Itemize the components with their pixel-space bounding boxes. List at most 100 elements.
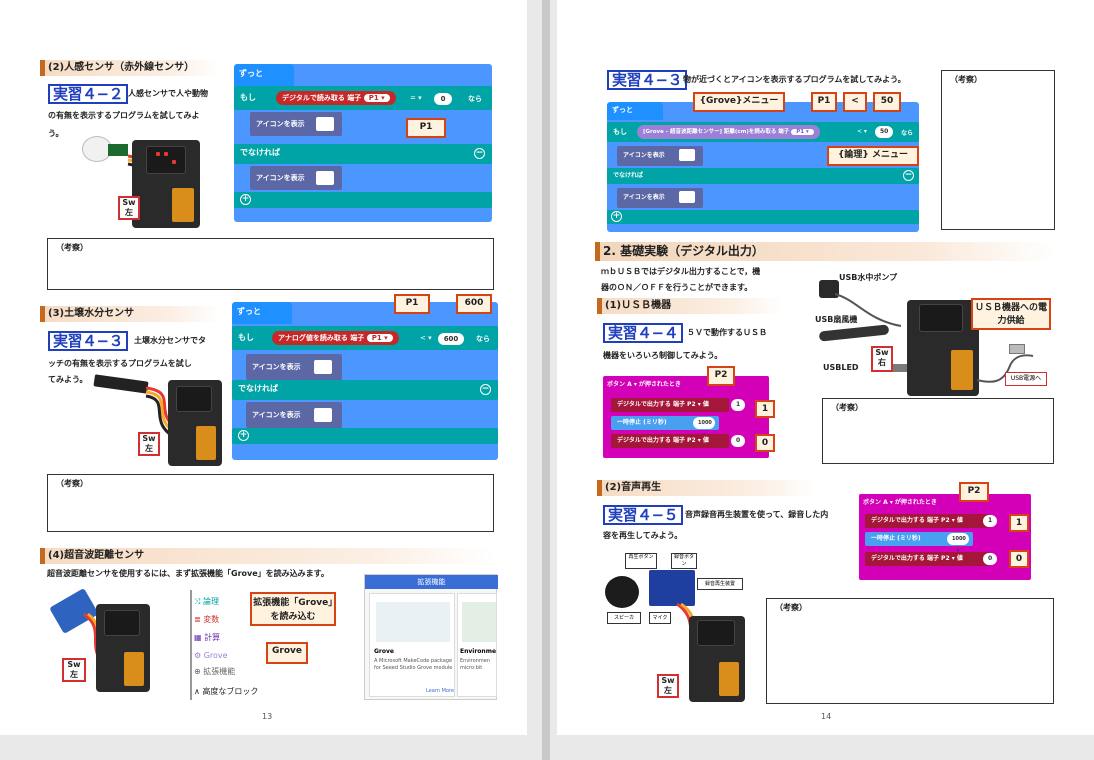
extensions-dialog: 拡張機能 Grove A Microsoft MakeCode package … (364, 574, 498, 700)
toolbox-grove[interactable]: ⚙ Grove (194, 651, 228, 660)
recorder-board-image (649, 570, 695, 606)
callout-p2: P2 (707, 366, 735, 386)
grove-distance-block[interactable]: [Grove - 超音波距離センサー] 距離(cm)を読み取る 端子 P1 ▾ (637, 125, 820, 139)
section-heading-ultrasonic: (4)超音波距離センサ (40, 548, 496, 564)
op-dropdown[interactable]: < ▾ (857, 128, 867, 135)
value-field[interactable]: 50 (875, 126, 893, 138)
intro-text: 器のＯＮ／ＯＦＦを行うことができます。 (601, 283, 753, 292)
plus-icon[interactable]: + (238, 430, 249, 441)
toolbox-variables[interactable]: ≣ 変数 (194, 615, 220, 624)
toolbox-logic[interactable]: ⤨ 論理 (194, 597, 219, 606)
toolbox-advanced[interactable]: ∧ 高度なブロック (194, 687, 259, 696)
speaker-label: スピーカ (607, 612, 641, 624)
mbusb-board-image (689, 616, 745, 702)
grove-extension-card[interactable]: Grove A Microsoft MakeCode package for S… (369, 593, 455, 697)
forever-block[interactable]: ずっと (232, 302, 292, 324)
minus-icon[interactable]: − (903, 170, 914, 181)
learn-more-link[interactable]: Learn More (426, 688, 454, 694)
mic-label: マイク (649, 612, 671, 624)
usb-led-image (873, 364, 913, 372)
digital-write-block[interactable]: デジタルで出力する 端子 P2 ▾ 値 (611, 398, 729, 412)
exercise-label: 実習４−３ (607, 70, 688, 90)
icon-picker[interactable] (314, 408, 332, 422)
op-dropdown[interactable]: = ▾ (410, 94, 422, 102)
callout-load-grove: 拡張機能「Grove」を読み込む (250, 592, 336, 626)
ms-dropdown[interactable]: 1000 ▾ (947, 533, 969, 554)
section-heading-digital-output: 2. 基礎実験（デジタル出力） (595, 242, 1055, 261)
op-dropdown[interactable]: < ▾ (420, 334, 432, 342)
callout-grove-menu: {Grove}メニュー (693, 92, 785, 112)
usb-cable-image (834, 293, 902, 327)
button-a-pressed-block[interactable]: ボタン A ▾ が押されたとき (859, 494, 971, 509)
section-heading-pir: (2)人感センサ（赤外線センサ） (40, 60, 220, 76)
pause-block[interactable]: 一時停止 (ミリ秒) (611, 416, 719, 430)
consideration-box[interactable]: （考察） (47, 238, 494, 290)
minus-icon[interactable]: − (474, 148, 485, 159)
value-field[interactable]: 0 (434, 93, 452, 105)
callout-0: 0 (1009, 550, 1029, 568)
digital-write-block[interactable]: デジタルで出力する 端子 P2 ▾ 値 (865, 552, 989, 566)
consideration-box[interactable]: （考察） (766, 598, 1054, 704)
button-a-pressed-block[interactable]: ボタン A ▾ が押されたとき (603, 376, 715, 391)
then-label: なら (901, 130, 914, 137)
callout-0: 0 (755, 434, 775, 452)
consideration-box[interactable]: （考察） (822, 398, 1054, 464)
exercise-text: 土壌水分センサでタ (134, 336, 206, 345)
icon-picker[interactable] (679, 149, 695, 161)
exercise-text: 容を再生してみよう。 (603, 531, 683, 540)
exercise-label: 実習４−２ (48, 84, 129, 104)
forever-block[interactable]: ずっと (607, 102, 663, 120)
page-number: 13 (262, 712, 273, 721)
show-icon-block[interactable]: アイコンを表示 (246, 354, 342, 380)
value-field[interactable]: 1 (731, 399, 745, 411)
toolbox-extensions[interactable]: ⊕ 拡張機能 (194, 667, 236, 676)
exercise-text: の有無を表示するプログラムを試してみよ (48, 111, 200, 120)
code-block-area: ずっと もし アナログ値を読み取る 端子 P1 ▾ < ▾ 600 なら アイコ… (232, 302, 498, 460)
analog-read-block[interactable]: アナログ値を読み取る 端子 P1 ▾ (272, 331, 399, 345)
code-block-area: ずっと もし デジタルで読み取る 端子 P1 ▾ = ▾ 0 なら アイコンを表… (234, 64, 492, 222)
digital-read-block[interactable]: デジタルで読み取る 端子 P1 ▾ (276, 91, 396, 105)
plus-icon[interactable]: + (611, 211, 622, 222)
callout-grove: Grove (266, 642, 308, 664)
value-field[interactable]: 1 (983, 515, 997, 527)
page-number: 14 (821, 712, 832, 721)
section-heading-soil: (3)土壌水分センサ (40, 306, 220, 322)
subsection-audio: (2)音声再生 (597, 480, 817, 496)
exercise-text: 人感センサで人や動物 (128, 89, 208, 98)
exercise-label: 実習４−５ (603, 505, 684, 525)
toolbox-math[interactable]: ▦ 計算 (194, 633, 221, 642)
minus-icon[interactable]: − (480, 384, 491, 395)
callout-1: 1 (1009, 514, 1029, 532)
intro-text: ｍｂＵＳＢではデジタル出力することで，機 (601, 267, 761, 276)
ms-dropdown[interactable]: 1000 ▾ (693, 417, 715, 438)
digital-write-block[interactable]: デジタルで出力する 端子 P2 ▾ 値 (865, 514, 989, 528)
icon-picker[interactable] (314, 360, 332, 374)
icon-picker[interactable] (316, 117, 334, 131)
value-field[interactable]: 0 (983, 553, 997, 565)
callout-power-supply: ＵＳＢ機器への電力供給 (971, 298, 1051, 330)
digital-write-block[interactable]: デジタルで出力する 端子 P2 ▾ 値 (611, 434, 729, 448)
environment-extension-card[interactable]: Environme Environmen micro:bit (457, 593, 497, 697)
callout-50: 50 (873, 92, 901, 112)
plus-icon[interactable]: + (240, 194, 251, 205)
pir-sensor-image (82, 136, 112, 162)
exercise-text: ５Ｖで動作するＵＳＢ (687, 328, 767, 337)
consideration-box[interactable]: （考察） (47, 474, 494, 532)
icon-picker[interactable] (679, 191, 695, 203)
play-button-label: 再生ボタン (625, 553, 657, 569)
else-block: でなければ (607, 168, 919, 184)
value-field[interactable]: 600 (438, 333, 464, 345)
pause-block[interactable]: 一時停止 (ミリ秒) (865, 532, 973, 546)
icon-picker[interactable] (316, 171, 334, 185)
forever-block[interactable]: ずっと (234, 64, 294, 86)
callout-p1: P1 (406, 118, 446, 138)
consideration-box[interactable]: （考察） (941, 70, 1055, 230)
page-14: 実習４−３ 物が近づくとアイコンを表示するプログラムを試してみよう。 （考察） … (557, 0, 1094, 735)
exercise-text: 機器をいろいろ制御してみよう。 (603, 351, 723, 360)
exercise-text: 音声録音再生装置を使って、録音した内 (685, 510, 829, 519)
value-field[interactable]: 0 (731, 435, 745, 447)
exercise-text: ッチの有無を表示するプログラムを試し (48, 359, 192, 368)
